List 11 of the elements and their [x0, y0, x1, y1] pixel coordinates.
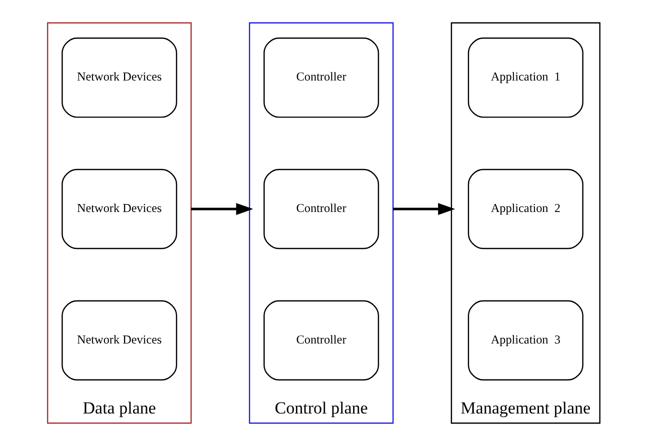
node-box: Network Devices	[62, 300, 178, 381]
node-box: Application 3	[468, 300, 584, 381]
node-box: Network Devices	[62, 38, 178, 118]
node-box: Controller	[264, 168, 380, 250]
node-box: Controller	[264, 300, 380, 381]
node-box: Application 2	[468, 168, 584, 250]
node-box: Network Devices	[62, 168, 178, 250]
arrow	[393, 203, 456, 215]
arrow	[191, 203, 254, 215]
node-box: Application 1	[468, 38, 584, 118]
node-box: Controller	[264, 38, 380, 118]
